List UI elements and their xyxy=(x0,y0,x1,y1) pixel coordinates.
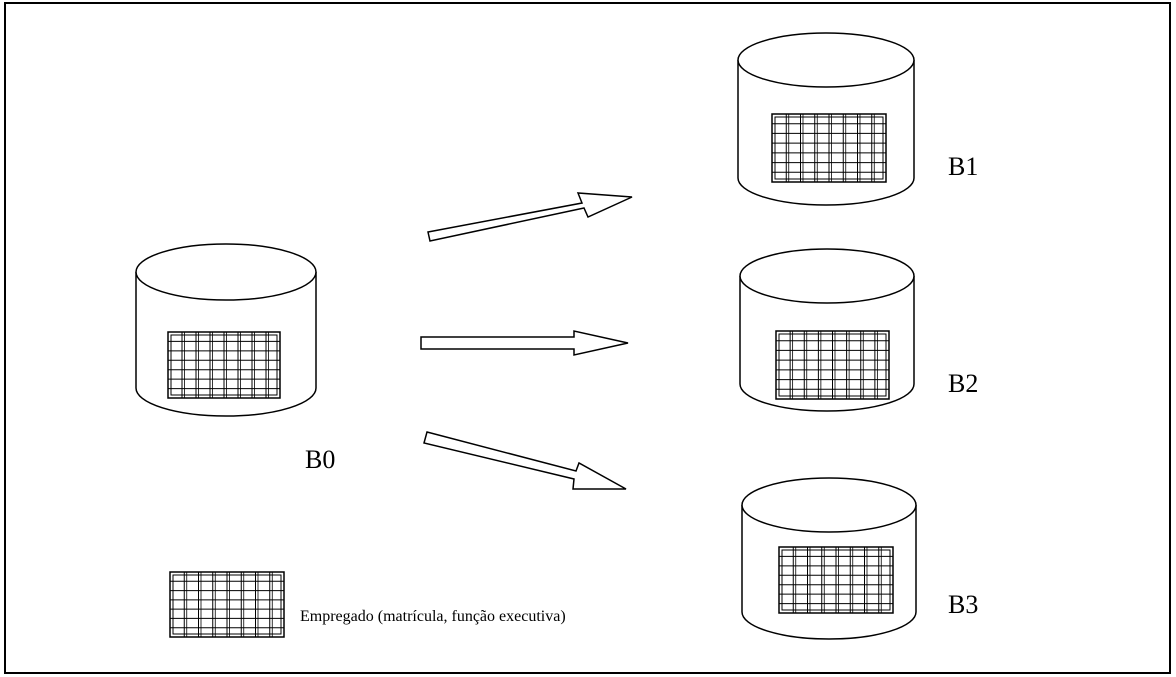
database-b3 xyxy=(741,477,917,640)
employee-table-icon xyxy=(775,330,890,400)
diagram-frame xyxy=(4,2,1171,674)
cylinder-top xyxy=(737,32,915,88)
arrow-to-b1 xyxy=(427,192,633,242)
employee-table-icon xyxy=(771,113,887,183)
employee-table-icon xyxy=(167,331,281,399)
grid-table-icon xyxy=(169,571,285,638)
employee-table-icon xyxy=(778,546,894,614)
database-label-b0: B0 xyxy=(305,445,335,474)
database-b2 xyxy=(739,248,915,412)
cylinder-top xyxy=(135,243,317,301)
cylinder-top xyxy=(739,248,915,304)
legend-label: Empregado (matrícula, função executiva) xyxy=(300,608,566,625)
database-label-b2: B2 xyxy=(948,369,978,398)
arrow-to-b3 xyxy=(423,431,627,490)
database-label-b1: B1 xyxy=(948,152,978,181)
database-label-b3: B3 xyxy=(948,590,978,619)
database-b0 xyxy=(135,243,317,417)
database-b1 xyxy=(737,32,915,206)
cylinder-top xyxy=(741,477,917,533)
legend: Empregado (matrícula, função executiva) xyxy=(169,571,566,638)
arrow-to-b2 xyxy=(420,330,629,356)
